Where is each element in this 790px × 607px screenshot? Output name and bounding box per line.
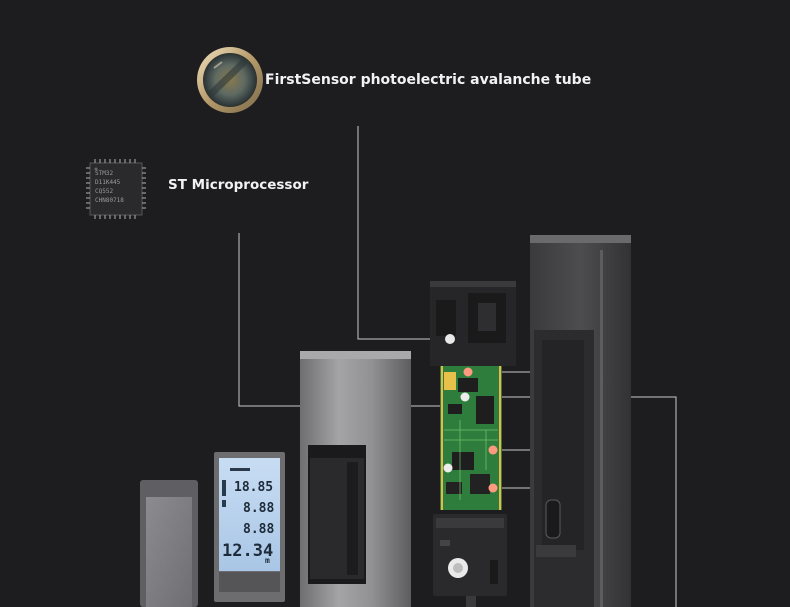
chip-line-2: D11K445 (95, 179, 121, 186)
lcd-reading-2: 8.88 (243, 501, 275, 516)
lcd-main-reading: 12.34 (222, 541, 274, 561)
lcd-display-module (214, 452, 285, 602)
chip-line-1: STM32 (95, 170, 114, 177)
avalanche-tube-icon (197, 47, 263, 113)
outer-shell (530, 235, 631, 607)
chip-line-4: CHN80718 (95, 197, 124, 204)
chip-line-3: CQ552 (95, 188, 114, 195)
sensor-label: FirstSensor photoelectric avalanche tube (265, 72, 592, 88)
lcd-reading-3: 8.88 (243, 522, 275, 537)
aluminum-frame (300, 351, 411, 607)
glass-panel (140, 480, 198, 607)
battery-module (433, 514, 507, 607)
lcd-unit: m (265, 556, 270, 565)
laser-sensor-module (430, 281, 516, 366)
sensor-callout-line (357, 126, 450, 340)
lcd-reading-1: 18.85 (234, 480, 274, 495)
pcb-board (440, 366, 502, 510)
microprocessor-chip-icon (86, 159, 146, 219)
mcu-label: ST Microprocessor (168, 177, 309, 193)
